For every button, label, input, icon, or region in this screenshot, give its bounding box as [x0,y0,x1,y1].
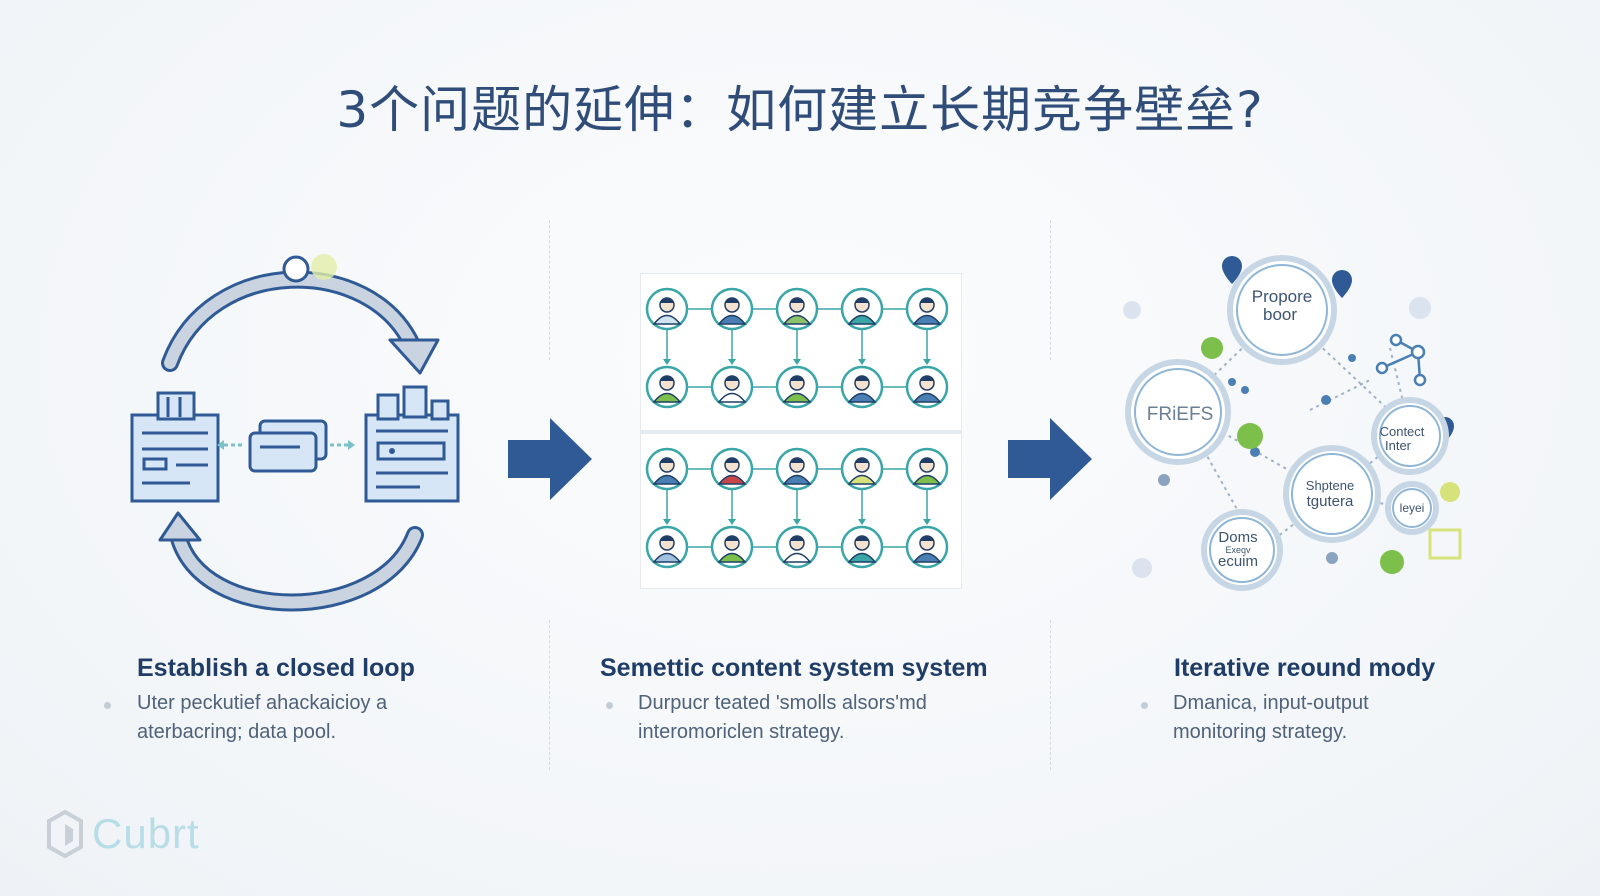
person-avatar-icon [775,447,819,491]
column-description: Dmanica, input-output monitoring strateg… [1173,689,1369,747]
description-line: Dmanica, input-output [1173,692,1369,714]
person-avatar-icon [905,447,949,491]
node-label: Shptene [1306,478,1354,493]
column-description: Durpucr teated 'smolls alsors'md interom… [638,689,927,747]
column-divider [549,220,550,360]
server-icon [364,385,460,503]
node-label: Propore [1252,287,1312,306]
node-label: Inter [1385,438,1412,453]
person-avatar-icon [775,287,819,331]
bullet-dot [606,702,613,709]
column-divider [549,620,550,770]
description-line: Uter peckutief ahackaicioy a [137,692,388,714]
column-heading: Iterative reound mody [1174,654,1436,682]
node-label: tgutera [1307,493,1354,510]
column-description: Uter peckutief ahackaicioy a aterbacring… [137,689,387,747]
column-heading: Semettic content system system [600,654,988,682]
bullet-dot [1141,702,1148,709]
person-avatar-icon [645,365,689,409]
person-avatar-icon [840,365,884,409]
person-avatar-icon [645,447,689,491]
person-avatar-icon [645,287,689,331]
gear-icon [1123,297,1431,578]
right-arrow-icon [1008,418,1092,500]
column-divider [1050,620,1051,770]
network-node-icon [1201,337,1462,574]
description-line: aterbacring; data pool. [137,721,337,743]
person-avatar-icon [710,365,754,409]
column-divider [1050,220,1051,360]
brand-logo: Cubrt [46,810,200,858]
loop-arrow-icon [161,270,421,372]
person-avatar-icon [775,525,819,569]
right-arrow-icon [508,418,592,500]
node-label: Doms [1218,529,1257,546]
description-line: interomoriclen strategy. [638,721,845,743]
server-icon [130,391,220,503]
node-label: Contect [1380,424,1425,439]
person-avatar-icon [710,525,754,569]
person-avatar-icon [710,447,754,491]
people-grid-illustration [639,272,963,590]
node-label: ecuim [1218,553,1258,570]
node-label: leyei [1400,501,1425,515]
person-avatar-icon [905,287,949,331]
node-label: boor [1263,305,1297,324]
person-avatar-icon [775,365,819,409]
description-line: Durpucr teated 'smolls alsors'md [638,692,927,714]
bullet-dot [104,702,111,709]
person-avatar-icon [840,447,884,491]
person-avatar-icon [905,365,949,409]
person-avatar-icon [840,287,884,331]
node-label: FRiEFS [1147,404,1214,425]
node-label: Exeqv [1225,545,1251,555]
network-illustration: Propore boor FRiEFS Contect Inter Shpten… [1120,240,1500,610]
description-line: monitoring strategy. [1173,721,1348,743]
column-heading: Establish a closed loop [137,654,415,682]
person-avatar-icon [710,287,754,331]
person-avatar-icon [905,525,949,569]
person-avatar-icon [840,525,884,569]
person-avatar-icon [645,525,689,569]
closed-loop-illustration [120,245,480,625]
cube-logo-icon [47,810,83,858]
logo-text: Cubrt [92,810,200,857]
page-title: 3个问题的延伸：如何建立长期竞争壁垒? [336,81,1264,139]
data-transfer-icon [217,419,355,473]
